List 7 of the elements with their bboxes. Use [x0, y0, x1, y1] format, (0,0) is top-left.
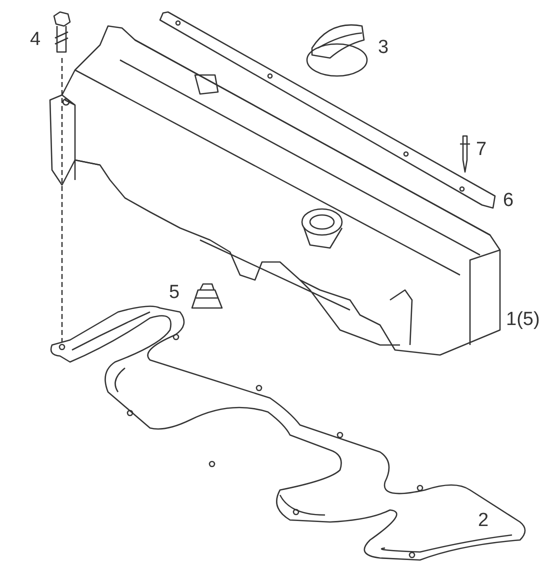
callout-number: 2 [478, 511, 489, 530]
callout-number: 5 [169, 283, 180, 302]
callout-number: 3 [378, 38, 389, 57]
callout-number: 6 [503, 191, 514, 210]
callout-number: 4 [30, 30, 41, 49]
callout-number: 7 [476, 140, 487, 159]
callout-number: 1(5) [506, 310, 540, 329]
